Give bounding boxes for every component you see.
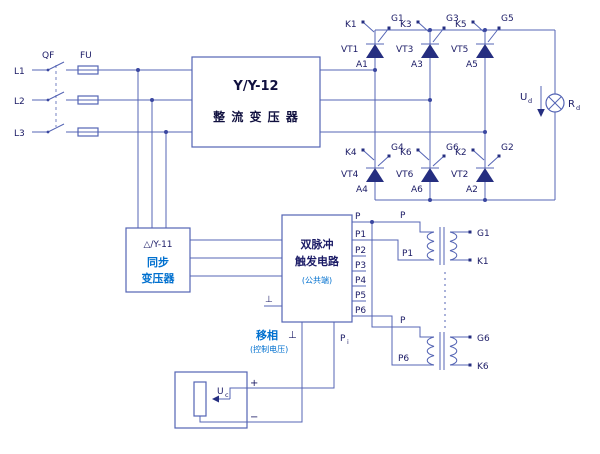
g4-label: G4 xyxy=(391,143,404,153)
lamp-symbol xyxy=(545,93,565,113)
k2-label: K2 xyxy=(455,148,467,158)
thyristor-bridge: K1 G1 VT1 A1 K3 G3 VT3 A3 K5 G5 VT5 A5 K… xyxy=(341,14,555,201)
vt4-label: VT4 xyxy=(341,170,359,180)
k1-label: K1 xyxy=(345,20,357,30)
pt1-g1-label: G1 xyxy=(477,229,490,239)
minus-terminal-label: − xyxy=(250,412,258,423)
k5-label: K5 xyxy=(455,20,467,30)
k4-label: K4 xyxy=(345,148,357,158)
power-input: L1 L2 L3 QF FU xyxy=(14,51,192,139)
breaker-qf-label: QF xyxy=(42,51,54,61)
trigger-output-p3-label: P3 xyxy=(355,261,366,271)
uc-label: U xyxy=(217,387,224,397)
trigger-name3: (公共端) xyxy=(302,275,332,285)
k3-label: K3 xyxy=(400,20,412,30)
dc-load: U d R d xyxy=(520,30,580,200)
phase-shift-label: 移相 xyxy=(256,328,278,342)
pt2-core xyxy=(439,332,445,370)
trigger-output-p5-label: P5 xyxy=(355,291,366,301)
pulse-transformer-2: P P6 G6 K6 xyxy=(398,316,490,372)
sync-transformer-name1: 同步 xyxy=(147,255,169,269)
pt1-k1-label: K1 xyxy=(477,257,489,267)
ud-sub-label: d xyxy=(528,97,532,105)
potentiometer xyxy=(193,381,207,417)
pt1-p-label: P xyxy=(400,211,406,221)
pt1-primary-coil xyxy=(426,231,435,261)
trigger-circuit: 双脉冲 触发电路 (公共端) P P1 P2 P3 P4 P5 P6 移相 (控… xyxy=(247,212,434,423)
sync-transformer-name2: 变压器 xyxy=(142,271,176,285)
junction-dots xyxy=(136,28,487,224)
phase-l2-label: L2 xyxy=(14,97,25,107)
trigger-output-p1-label: P1 xyxy=(355,230,366,240)
pt2-secondary-coil xyxy=(449,336,458,366)
uc-sub-label: c xyxy=(225,391,229,399)
g1-label: G1 xyxy=(391,14,404,24)
ground-terminal-label: ⊥ xyxy=(288,330,297,341)
a3-label: A3 xyxy=(411,60,423,70)
vt2-label: VT2 xyxy=(451,170,468,180)
thyristor-vt1-vt4-symbols xyxy=(366,44,384,182)
rectifier-transformer-box xyxy=(191,56,321,148)
sync-transformer: △/Y-11 同步 变压器 ⊥ xyxy=(125,70,282,307)
rectifier-transformer: Y/Y-12 整 流 变 压 器 xyxy=(191,56,485,148)
trigger-output-p2-label: P2 xyxy=(355,246,366,256)
pt2-p-label: P xyxy=(400,316,406,326)
rectifier-transformer-name: 整 流 变 压 器 xyxy=(212,109,299,124)
vt1-label: VT1 xyxy=(341,45,358,55)
pulse-transformer-1: P P1 G1 K1 xyxy=(400,211,490,267)
a2-label: A2 xyxy=(466,185,478,195)
vt6-label: VT6 xyxy=(396,170,414,180)
fuse-symbol xyxy=(77,95,99,105)
g6-label: G6 xyxy=(446,143,459,153)
pt2-p6-label: P6 xyxy=(398,354,409,364)
wiper-arrow xyxy=(212,395,219,403)
vt3-label: VT3 xyxy=(396,45,413,55)
sync-transformer-title: △/Y-11 xyxy=(143,240,172,250)
fuse-fu-label: FU xyxy=(80,51,92,61)
ud-label: U xyxy=(520,92,527,103)
trigger-output-p-label: P xyxy=(355,212,361,222)
fuse-symbol xyxy=(77,65,99,75)
fuse-symbol xyxy=(77,127,99,137)
control-voltage-label: (控制电压) xyxy=(250,344,288,354)
pt1-core xyxy=(439,227,445,265)
rd-sub-label: d xyxy=(576,104,580,112)
pt1-p1-label: P1 xyxy=(402,249,413,259)
sync-transformer-box xyxy=(125,227,191,293)
pi-label: P xyxy=(340,334,346,344)
phase-l3-label: L3 xyxy=(14,129,25,139)
pt2-k6-label: K6 xyxy=(477,362,489,372)
pt2-primary-coil xyxy=(426,336,435,366)
vt5-label: VT5 xyxy=(451,45,468,55)
thyristor-vt5-vt2-symbols xyxy=(476,44,494,182)
trigger-common-ground-label: ⊥ xyxy=(265,295,273,305)
pt2-g6-label: G6 xyxy=(477,334,490,344)
g2-label: G2 xyxy=(501,143,514,153)
rd-label: R xyxy=(568,99,575,110)
control-source-box xyxy=(174,371,248,429)
k6-label: K6 xyxy=(400,148,412,158)
phase-l1-label: L1 xyxy=(14,67,25,77)
pt1-secondary-coil xyxy=(449,231,458,261)
a5-label: A5 xyxy=(466,60,478,70)
trigger-output-p4-label: P4 xyxy=(355,276,366,286)
trigger-name2: 触发电路 xyxy=(294,254,340,268)
trigger-output-p6-label: P6 xyxy=(355,306,366,316)
thyristor-vt3-vt6-symbols xyxy=(421,44,439,182)
trigger-name1: 双脉冲 xyxy=(301,237,334,251)
pi-sub-label: i xyxy=(347,338,349,346)
trigger-circuit-box xyxy=(281,214,353,323)
plus-terminal-label: + xyxy=(250,378,258,389)
a1-label: A1 xyxy=(356,60,368,70)
a4-label: A4 xyxy=(356,185,368,195)
g3-label: G3 xyxy=(446,14,459,24)
g5-label: G5 xyxy=(501,14,514,24)
a6-label: A6 xyxy=(411,185,423,195)
rectifier-transformer-title: Y/Y-12 xyxy=(232,79,278,94)
control-voltage-source: U c + − xyxy=(174,371,258,429)
